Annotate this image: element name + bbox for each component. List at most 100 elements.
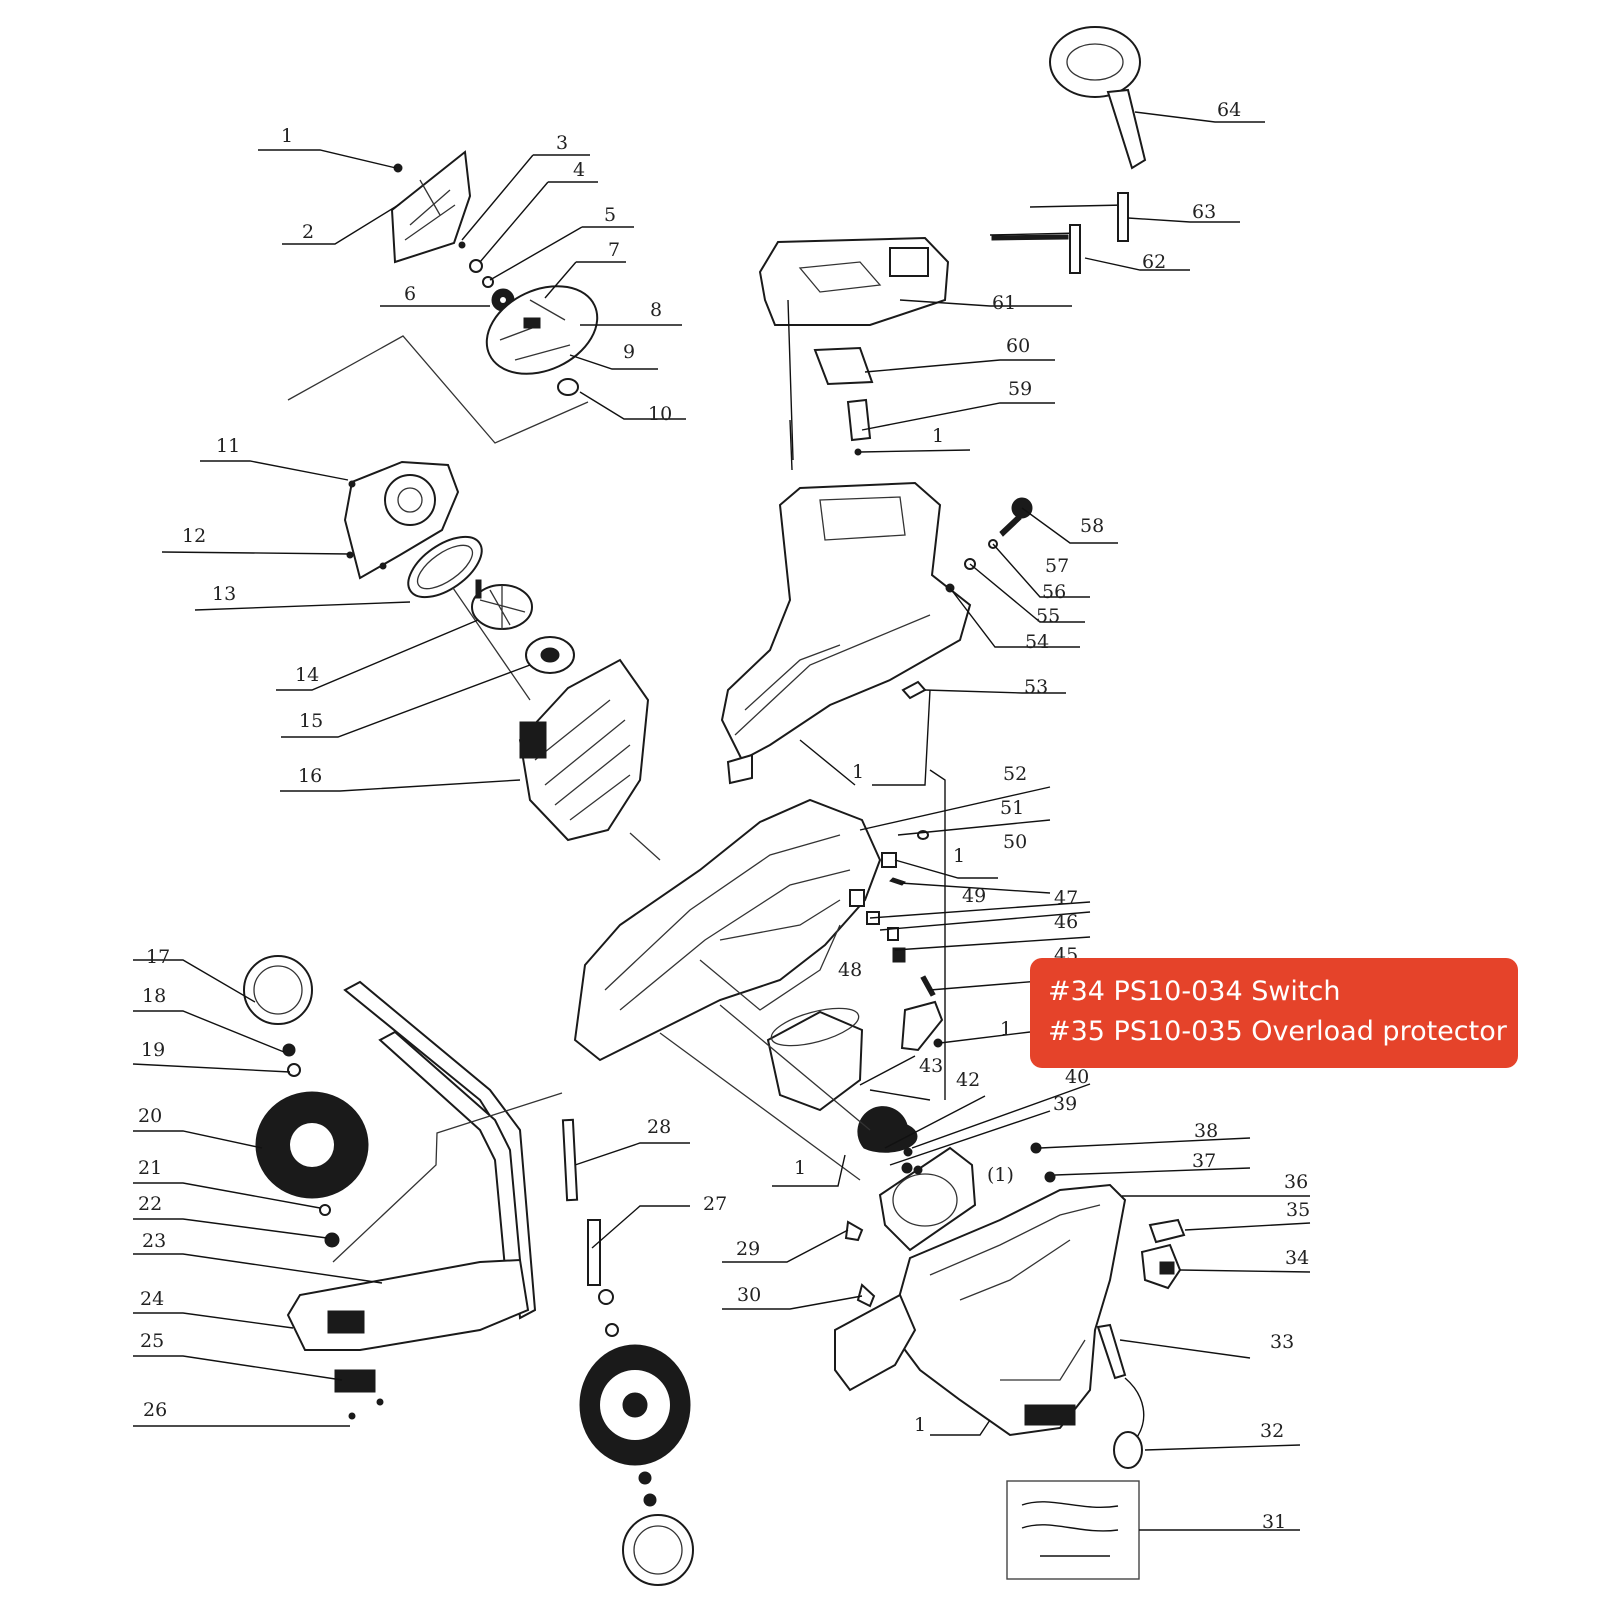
part-label: 56	[1042, 581, 1066, 603]
left-wheel-part	[243, 955, 369, 1248]
part-label: 9	[623, 341, 635, 363]
part-label: 52	[1003, 763, 1027, 785]
right-wheel-part	[579, 1289, 694, 1586]
blade-cover-part	[390, 150, 515, 312]
part-label: 8	[650, 299, 662, 321]
part-label: 16	[298, 765, 322, 787]
axis-lines	[659, 1004, 871, 1181]
chute-housing-part	[720, 481, 972, 785]
part-label: 46	[1054, 911, 1078, 933]
part-label: (1)	[987, 1164, 1014, 1186]
part-label: 14	[295, 664, 319, 686]
main-housing-part	[573, 798, 882, 1062]
part-label: 51	[1000, 797, 1024, 819]
part-label: 58	[1080, 515, 1104, 537]
part-label: 35	[1286, 1199, 1310, 1221]
assembly-bracket-line	[287, 335, 589, 444]
part-label: 55	[1036, 605, 1060, 627]
part-label: 12	[182, 525, 206, 547]
part-label: 54	[1025, 631, 1049, 653]
motor-axis-line-2	[452, 587, 531, 701]
part-label: 29	[736, 1238, 760, 1260]
axle-rods-part	[561, 1118, 601, 1286]
part-label: 28	[647, 1116, 671, 1138]
part-label: 5	[604, 204, 616, 226]
part-label: 1	[852, 761, 864, 783]
handle-knob-tool-part	[1049, 26, 1147, 170]
wrench-tools-part	[989, 192, 1129, 274]
part-label: 61	[992, 292, 1016, 314]
part-label: 30	[737, 1284, 761, 1306]
part-label: 1	[1000, 1018, 1012, 1040]
flap-plate-part	[813, 346, 874, 456]
part-label: 27	[703, 1193, 727, 1215]
callout-line-switch: #34 PS10-034 Switch	[1048, 976, 1341, 1007]
part-labels: 1 2 3 4 5 6 7 8 9 10 11 12 13 14 15 16 1…	[138, 99, 1310, 1533]
part-label: 49	[962, 885, 986, 907]
part-label: 4	[573, 159, 585, 181]
small-screws-base	[844, 1142, 1056, 1308]
part-info-callout: #34 PS10-034 Switch #35 PS10-035 Overloa…	[1030, 958, 1518, 1068]
motor-can-part	[766, 1007, 918, 1174]
callout-line-overload-protector: #35 PS10-035 Overload protector	[1048, 1016, 1507, 1047]
part-label: 1	[914, 1414, 926, 1436]
part-label: 6	[404, 283, 416, 305]
overload-protector-part	[1148, 1218, 1186, 1244]
motor-unit-part	[518, 658, 650, 842]
part-label: 23	[142, 1230, 166, 1252]
part-label: 18	[142, 985, 166, 1007]
fan-rotor-part	[471, 579, 533, 630]
base-housing-part	[834, 1183, 1127, 1437]
part-label: 1	[953, 845, 965, 867]
part-label: 1	[932, 425, 944, 447]
part-label: 15	[299, 710, 323, 732]
part-label: 17	[146, 946, 170, 968]
part-label: 38	[1194, 1120, 1218, 1142]
cable-ties-box	[1006, 1480, 1140, 1580]
part-label: 43	[919, 1055, 943, 1077]
leader-lines	[132, 111, 1311, 1531]
part-label: 21	[138, 1157, 162, 1179]
part-label: 22	[138, 1193, 162, 1215]
part-label: 24	[140, 1288, 164, 1310]
part-label: 42	[956, 1069, 980, 1091]
handle-frame-part	[286, 980, 537, 1420]
part-label: 36	[1284, 1171, 1308, 1193]
part-label: 2	[302, 221, 314, 243]
wheel-bracket-line	[332, 1092, 563, 1263]
cutting-disc-part	[485, 285, 599, 396]
part-label: 32	[1260, 1420, 1284, 1442]
part-label: 53	[1024, 676, 1048, 698]
part-label: 1	[281, 125, 293, 147]
part-label: 33	[1270, 1331, 1294, 1353]
part-label: 11	[216, 435, 240, 457]
part-label: 31	[1262, 1511, 1286, 1533]
switch-part	[1140, 1243, 1182, 1290]
part-label: 63	[1192, 201, 1216, 223]
gear-housing-part	[343, 460, 460, 580]
part-label: 1	[794, 1157, 806, 1179]
part-label: 50	[1003, 831, 1027, 853]
part-label: 26	[143, 1399, 167, 1421]
part-label: 10	[648, 403, 672, 425]
part-label: 7	[608, 239, 620, 261]
part-label: 13	[212, 583, 236, 605]
power-cord-part	[1096, 1323, 1145, 1469]
part-label: 57	[1045, 555, 1069, 577]
hopper-cap-part	[758, 236, 950, 326]
part-label: 34	[1285, 1247, 1309, 1269]
gasket-plate-part	[878, 1146, 977, 1252]
part-label: 47	[1054, 887, 1078, 909]
part-label: 20	[138, 1105, 162, 1127]
part-label: 59	[1008, 378, 1032, 400]
belt-ring-part	[407, 535, 483, 599]
part-label: 60	[1006, 335, 1030, 357]
part-label: 40	[1065, 1066, 1089, 1088]
part-label: 37	[1192, 1150, 1216, 1172]
part-label: 25	[140, 1330, 164, 1352]
bearing-part	[525, 636, 575, 674]
part-label: 48	[838, 959, 862, 981]
part-label: 62	[1142, 251, 1166, 273]
part-label: 19	[141, 1039, 165, 1061]
